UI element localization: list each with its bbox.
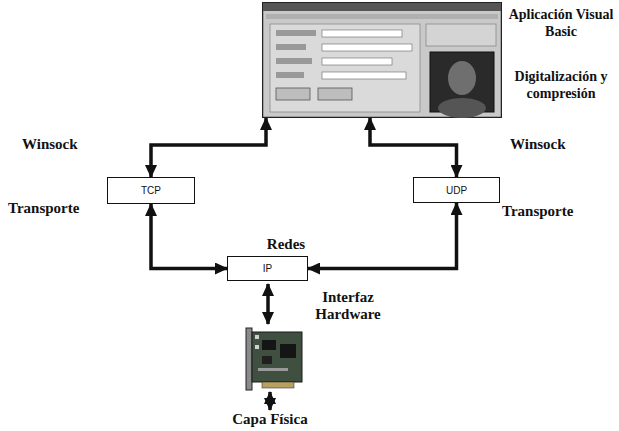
transport-box: TCP [107,177,195,204]
protocol-arrow [370,118,457,177]
protocol-arrow [151,204,227,269]
api-label: Winsock [22,136,104,153]
window-illustration [262,2,502,118]
protocol-name: TCP [141,185,161,196]
protocol-name: IP [263,263,272,274]
layer-label: Redes [258,236,314,253]
network-box: IP [227,256,308,281]
physical-arrow [268,392,272,410]
layer-label: Transporte [8,200,103,217]
layer-label: Capa Física [218,411,322,428]
api-label: Winsock [510,136,592,153]
protocol-arrow [308,203,457,269]
protocol-arrow [151,118,266,177]
hardware-arrow [266,284,270,324]
application-heading: Aplicación Visual Basic [508,6,614,40]
application-window: Aplicación Visual BasicDigitalización y … [262,2,502,118]
transport-box: UDP [413,177,500,203]
layer-label: Transporte [502,203,602,220]
network-card [246,328,302,390]
application-heading: Digitalización y compresión [508,68,614,102]
protocol-name: UDP [446,185,467,196]
layer-label: Interfaz Hardware [306,289,390,323]
